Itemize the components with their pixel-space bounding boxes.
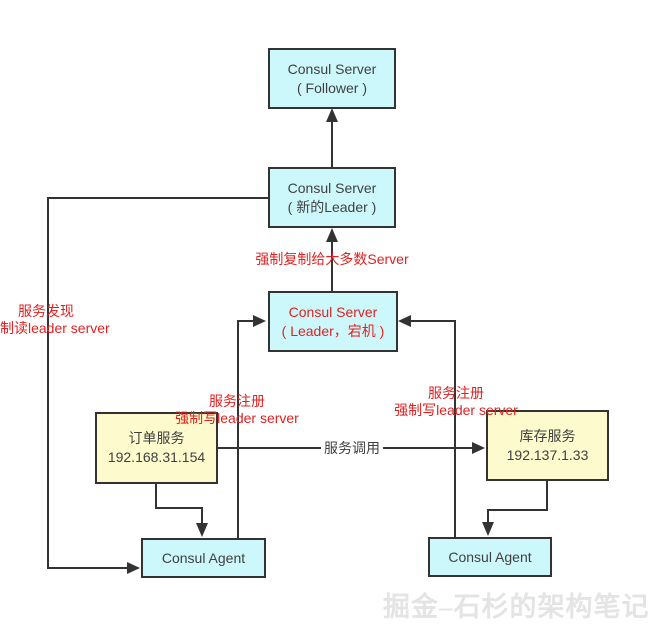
node-title: 库存服务 <box>519 427 576 444</box>
node-title: Consul Agent <box>161 549 246 566</box>
label-register-left-line1: 服务注册 <box>209 393 265 409</box>
node-ip: 192.137.1.33 <box>506 446 589 463</box>
node-subtitle: ( Leader，宕机 ) <box>281 322 385 339</box>
label-register-right-line1: 服务注册 <box>428 385 484 401</box>
node-ip: 192.168.31.154 <box>107 449 206 465</box>
node-consul-server-new-leader: Consul Server ( 新的Leader ) <box>268 167 396 228</box>
watermark-text: 掘金–石杉的架构笔记 <box>383 592 650 622</box>
arrowhead-right-inventory <box>472 442 485 454</box>
node-consul-server-leader-down: Consul Server ( Leader，宕机 ) <box>268 291 398 352</box>
label-force-replicate: 强制复制给大多数Server <box>255 251 409 267</box>
node-consul-agent-right: Consul Agent <box>428 537 552 577</box>
arrowhead-up-newleader <box>326 228 338 242</box>
node-order-service: 订单服务 192.168.31.154 <box>95 412 218 484</box>
node-subtitle: ( Follower ) <box>296 79 367 96</box>
label-service-discovery: 服务发现 <box>18 303 74 319</box>
arrow-register-left-line <box>237 320 253 538</box>
arrow-inventory-to-agent-line <box>487 480 548 523</box>
arrowhead-right-leader <box>253 315 266 327</box>
label-register-left-line2: 强制写leader server <box>175 410 299 426</box>
node-inventory-service: 库存服务 192.137.1.33 <box>486 410 609 481</box>
node-title: 订单服务 <box>128 430 185 446</box>
label-force-read-leader: 制读leader server <box>0 320 110 336</box>
label-service-call: 服务调用 <box>321 440 383 456</box>
node-subtitle: ( 新的Leader ) <box>287 198 377 215</box>
arrow-discovery-line <box>47 197 268 569</box>
node-title: Consul Server <box>287 179 377 196</box>
node-title: Consul Server <box>288 303 378 320</box>
label-register-right-line2: 强制写leader server <box>394 402 518 418</box>
arrow-order-to-agent-line <box>155 483 203 524</box>
node-title: Consul Agent <box>448 548 532 565</box>
arrowhead-right-agent-left <box>127 562 140 574</box>
arrowhead-down-agent-left <box>196 523 208 537</box>
label-register-left: 服务注册 强制写leader server <box>161 393 313 427</box>
node-consul-agent-left: Consul Agent <box>141 538 266 578</box>
node-title: Consul Server <box>287 60 377 77</box>
arrowhead-up-follower <box>326 108 338 122</box>
arrow-register-right-line <box>411 320 456 537</box>
arrowhead-left-leader <box>398 315 411 327</box>
node-consul-server-follower: Consul Server ( Follower ) <box>268 48 396 109</box>
arrowhead-down-agent-right <box>482 522 494 536</box>
label-register-right: 服务注册 强制写leader server <box>380 385 532 419</box>
